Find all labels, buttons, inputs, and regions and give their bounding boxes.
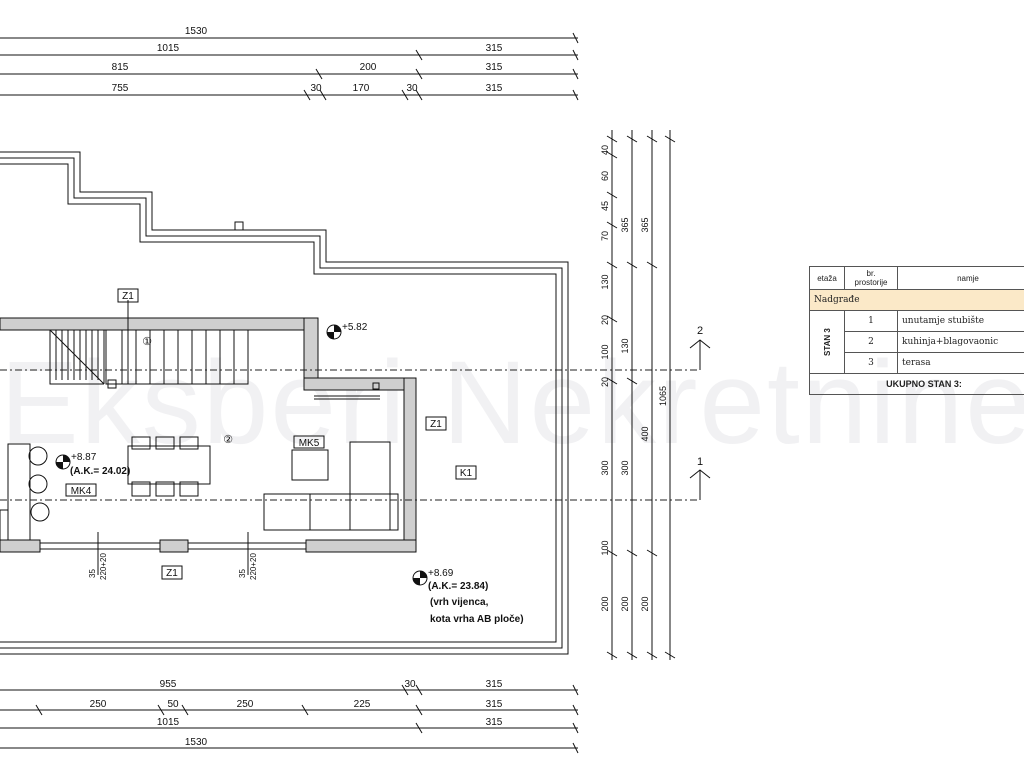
window-dim: 220+20	[249, 553, 258, 580]
room-number-2: ②	[223, 434, 233, 446]
dim-top: 30	[310, 83, 322, 94]
window-dim: 35	[88, 569, 97, 578]
level-869-note2: kota vrha AB ploče)	[430, 614, 524, 625]
dim-top: 815	[112, 62, 129, 73]
dim-bottom: 250	[237, 699, 254, 710]
dim-bottom: 315	[486, 679, 503, 690]
dim-top: 315	[486, 62, 503, 73]
dim-top: 30	[406, 83, 418, 94]
label-mk4: MK4	[71, 486, 92, 497]
dim-right: 20	[600, 315, 610, 325]
dim-right: 130	[600, 274, 610, 289]
stairs: ①	[49, 300, 249, 389]
room-name: unutamje stubište	[897, 310, 1024, 332]
table-total-row: UKUPNO STAN 3:	[809, 373, 1024, 395]
dim-right: 60	[600, 171, 610, 181]
walls	[0, 317, 417, 553]
dim-right: 40	[600, 145, 610, 155]
dim-bottom: 50	[167, 699, 179, 710]
dim-right: 200	[640, 596, 650, 611]
room-no: 1	[844, 310, 898, 332]
level-markers: +5.82 +8.87 (A.K.= 24.02) +8.69 (A.K.= 2…	[55, 322, 524, 625]
table-row: 3 terasa	[810, 352, 1024, 374]
wall-label-z1-bottom: Z1	[166, 568, 178, 579]
room-name: terasa	[897, 352, 1024, 374]
dim-right: 400	[640, 426, 650, 441]
right-dimensions: 40 60 45 70 130 20 100 20 300 100 200 36…	[600, 130, 676, 660]
section-marker-1: 1	[697, 456, 703, 468]
dim-right: 300	[600, 460, 610, 475]
dim-right: 200	[600, 596, 610, 611]
table-row: STAN 3 1 unutamje stubište	[809, 310, 1024, 374]
roof-label-k1: K1	[460, 468, 473, 479]
dim-right: 20	[600, 377, 610, 387]
dim-top: 170	[353, 83, 370, 94]
dim-top: 755	[112, 83, 129, 94]
dim-bottom: 30	[404, 679, 416, 690]
plan-labels: Z1 Z1 Z1 K1 MK4 MK5	[65, 288, 477, 580]
level-869-ak: (A.K.= 23.84)	[428, 581, 488, 592]
roof-outline	[0, 151, 569, 655]
table-section-row: Nadgrađe	[809, 289, 1024, 311]
window-dims: 35 220+20 35 220+20	[88, 532, 258, 580]
section-lines: 2 1	[0, 325, 711, 501]
level-869: +8.69	[428, 568, 454, 579]
room-no: 2	[844, 331, 898, 353]
dim-right: 200	[620, 596, 630, 611]
level-887-ak: (A.K.= 24.02)	[70, 466, 130, 477]
dim-right: 130	[620, 338, 630, 353]
dim-right: 70	[600, 231, 610, 241]
dim-right: 365	[620, 217, 630, 232]
level-582: +5.82	[342, 322, 368, 333]
room-legend-table: etaža br. prostorije namje Nadgrađe STAN…	[809, 266, 1024, 395]
furniture: ②	[0, 395, 399, 541]
header-namjena: namje	[897, 266, 1024, 290]
dim-right: 100	[600, 344, 610, 359]
dim-bottom: 315	[486, 699, 503, 710]
section-marker-2: 2	[697, 325, 703, 337]
label-mk5: MK5	[299, 438, 320, 449]
wall-label-z1-right: Z1	[430, 419, 442, 430]
dim-top: 1015	[157, 43, 180, 54]
dim-bottom: 315	[486, 717, 503, 728]
unit-label: STAN 3	[809, 310, 845, 374]
dim-bottom: 250	[90, 699, 107, 710]
dim-bottom: 1015	[157, 717, 180, 728]
window-dim: 35	[238, 569, 247, 578]
room-number-1: ①	[142, 336, 152, 348]
dim-top: 315	[486, 83, 503, 94]
dim-bottom-total: 1530	[185, 737, 208, 748]
dim-top: 315	[486, 43, 503, 54]
room-no: 3	[844, 352, 898, 374]
chimney-marker	[234, 221, 244, 231]
dim-bottom: 225	[354, 699, 371, 710]
section-nadgradje: Nadgrađe	[809, 289, 1024, 311]
dim-top: 200	[360, 62, 377, 73]
bottom-dimensions: 955 30 315 250 50 250 225 315 1015 315 1…	[0, 679, 579, 754]
dim-right: 100	[600, 540, 610, 555]
dim-right-total: 1065	[658, 386, 668, 406]
dim-right: 365	[640, 217, 650, 232]
header-etaza: etaža	[809, 266, 845, 290]
wall-label-z1-top: Z1	[122, 291, 134, 302]
total-label: UKUPNO STAN 3:	[809, 373, 1024, 395]
window-dim: 220+20	[99, 553, 108, 580]
table-header-row: etaža br. prostorije namje	[809, 266, 1024, 290]
dim-right: 45	[600, 201, 610, 211]
room-name: kuhinja+blagovaonic	[897, 331, 1024, 353]
header-br-prostorije: br. prostorije	[844, 266, 898, 290]
level-887: +8.87	[71, 452, 97, 463]
dim-right: 300	[620, 460, 630, 475]
top-dimensions: 1530 1015 315 815 200 315 755 30 170 30 …	[0, 26, 579, 101]
level-869-note1: (vrh vijenca,	[430, 597, 489, 608]
dim-bottom: 955	[160, 679, 177, 690]
dim-top-total: 1530	[185, 26, 208, 37]
